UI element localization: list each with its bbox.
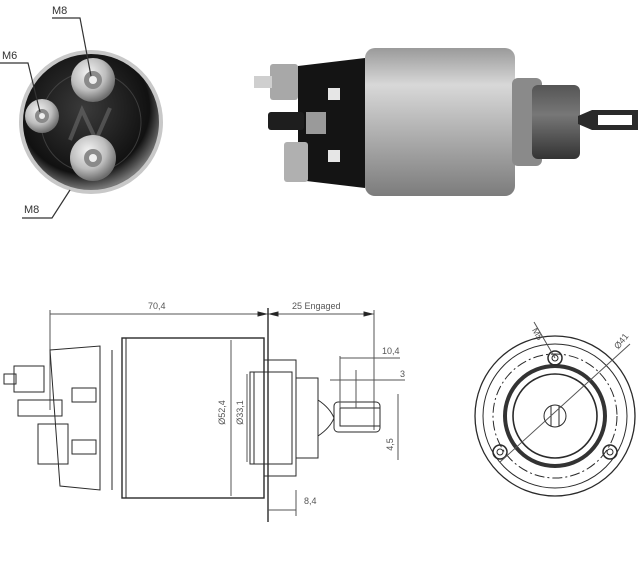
callout-left: M6: [2, 50, 18, 62]
plunger: [532, 85, 580, 159]
terminal-cap: [298, 58, 365, 188]
callout-bottom: M8: [24, 204, 40, 216]
side-elevation-drawing: 70,4 25 Engaged 10,4 3 4,5 Ø52,4 Ø33,1 8…: [0, 290, 420, 560]
terminal-top-m8: [71, 58, 115, 102]
callout-top: M8: [52, 5, 68, 17]
side-view-photo: [240, 30, 640, 210]
dim-eye-offset: 3: [400, 369, 406, 379]
dim-plunger-engaged: 25 Engaged: [292, 301, 341, 311]
solenoid-body: [365, 48, 515, 196]
side-elevation-graphic: [3, 308, 405, 522]
dim-overall-length: 70,4: [148, 301, 166, 311]
end-elevation-graphic: [474, 321, 636, 497]
dim-eye-length: 10,4: [382, 346, 400, 356]
dim-boss-diameter: Ø33,1: [234, 400, 245, 425]
end-elevation-drawing: M5 Ø41: [470, 300, 640, 510]
end-view-photo-graphic: [0, 17, 163, 219]
leader-bottom: [22, 189, 71, 219]
end-view-photo: M8 M6 M8: [0, 0, 200, 230]
terminal-bottom-m8: [70, 135, 116, 181]
leader-top: [52, 17, 92, 77]
terminal-left-m6: [25, 99, 59, 133]
leader-left: [0, 62, 41, 113]
dim-eye-hole: 4,5: [384, 438, 395, 451]
dim-flange-width: 8,4: [304, 496, 317, 506]
side-view-photo-graphic: [254, 48, 638, 196]
dim-body-diameter: Ø52,4: [216, 400, 227, 425]
